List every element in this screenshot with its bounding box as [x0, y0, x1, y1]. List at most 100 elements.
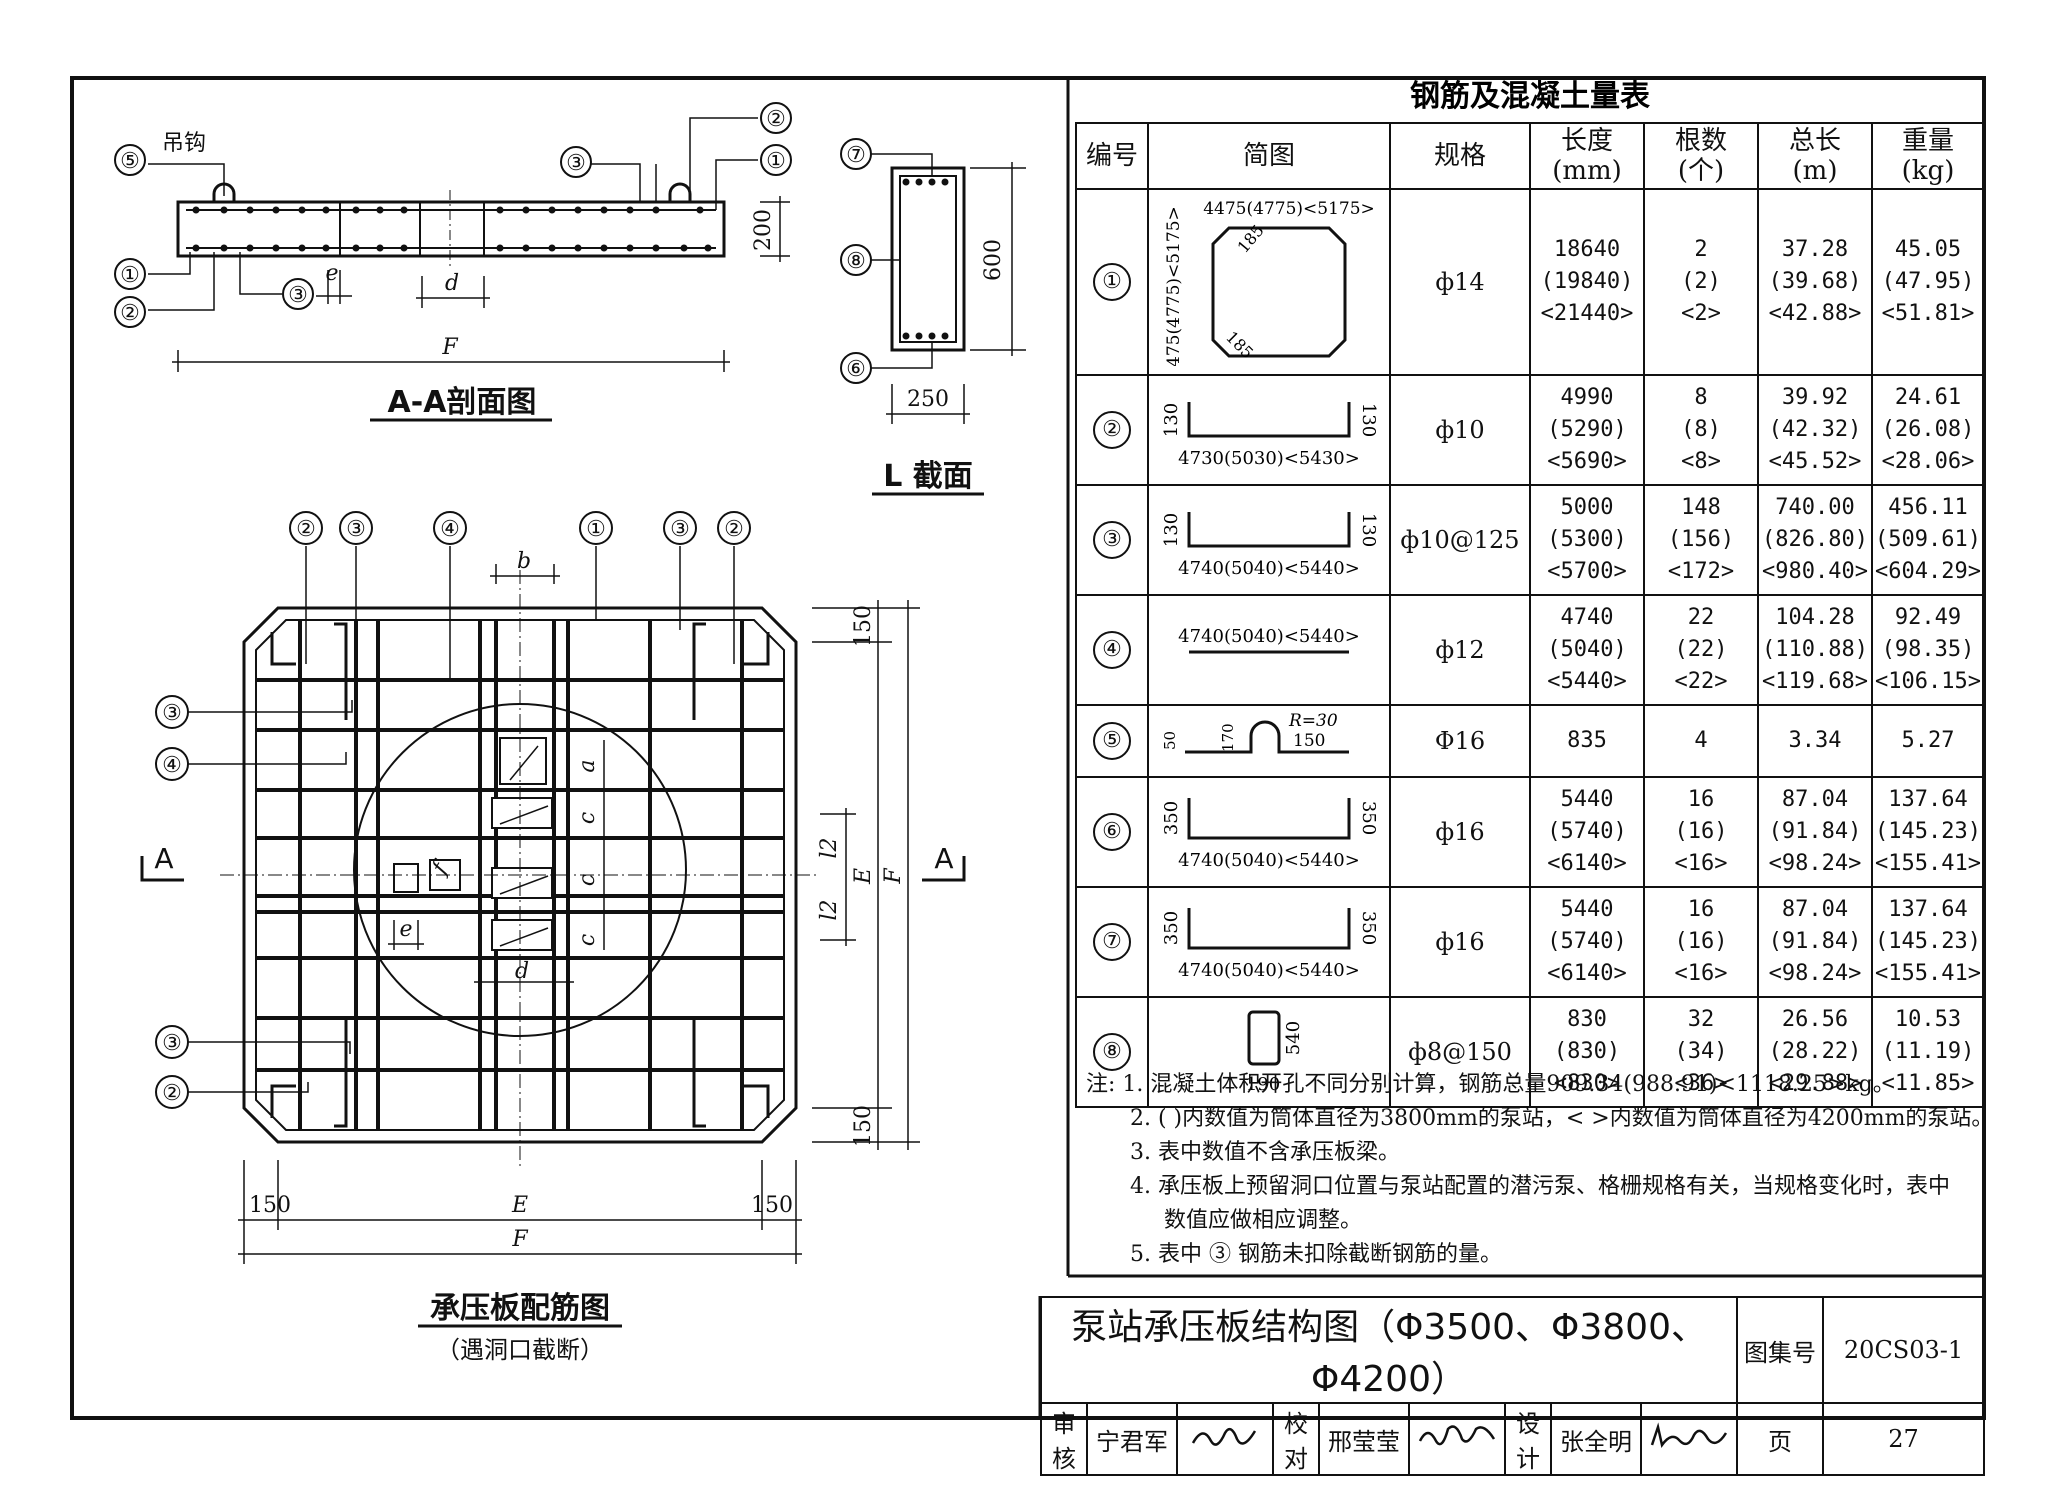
plan-dim-e: e — [399, 917, 412, 942]
plan-dim-150-top: 150 — [851, 605, 876, 647]
row-weight: 5.27 — [1871, 704, 1985, 778]
plan-left-callout-3a: ③ — [162, 701, 182, 726]
row-total: 87.04 (91.84) <98.24> — [1757, 886, 1873, 998]
aa-callout-3-bottom: ③ — [288, 283, 308, 308]
table-row: ⑥ 350 350 4740(5040)<5440> ф16 5440 (574… — [1075, 776, 1985, 888]
sketch-u-bar: 130 130 4730(5030)<5430> — [1147, 374, 1391, 486]
atlas-label: 图集号 — [1736, 1296, 1825, 1404]
row-no: ⑧ — [1093, 1033, 1131, 1071]
header-sketch: 简图 — [1147, 122, 1391, 190]
row-length: 4990 (5290) <5690> — [1529, 374, 1645, 486]
dim-d: d — [445, 271, 459, 296]
svg-text:185: 185 — [1234, 221, 1268, 257]
sketch-u-bar: 130 130 4740(5040)<5440> — [1147, 484, 1391, 596]
row-length: 835 — [1529, 704, 1645, 778]
svg-text:4475(4775)<5175>: 4475(4775)<5175> — [1203, 199, 1375, 219]
row-count: 32 (34) <36> — [1643, 996, 1759, 1108]
row-count: 16 (16) <16> — [1643, 886, 1759, 998]
svg-text:350: 350 — [1161, 911, 1182, 945]
row-weight: 92.49 (98.35) <106.15> — [1871, 594, 1985, 706]
aa-callout-2-left: ② — [120, 301, 140, 326]
row-spec: ф10@125 — [1389, 484, 1531, 596]
notes-block: 注: 1. 混凝土体积开孔不同分别计算，钢筋总量909.34(988.91)<1… — [1086, 1068, 1993, 1272]
row-spec: ф10 — [1389, 374, 1531, 486]
plan-left-callout-3b: ③ — [162, 1031, 182, 1056]
plan-dim-b: b — [517, 549, 531, 574]
row-count: 22 (22) <22> — [1643, 594, 1759, 706]
note-5: 5. 表中 ③ 钢筋未扣除截断钢筋的量。 — [1130, 1242, 1502, 1267]
row-weight: 137.64 (145.23) <155.41> — [1871, 886, 1985, 998]
svg-text:540: 540 — [1283, 1021, 1304, 1055]
plan-dim-d: d — [515, 959, 529, 984]
plan-dim-c2: c — [575, 874, 600, 886]
sketch-stirrup: 540 190 — [1147, 996, 1391, 1108]
svg-text:350: 350 — [1161, 801, 1182, 835]
plan-dim-l2-bottom: l2 — [817, 899, 842, 920]
plan-top-callout-2a: ② — [296, 517, 316, 542]
row-no: ⑥ — [1093, 813, 1131, 851]
svg-text:4730(5030)<5430>: 4730(5030)<5430> — [1178, 448, 1360, 469]
dim-600: 600 — [981, 239, 1006, 281]
section-mark-left: A — [154, 842, 173, 875]
checker-signature-image — [1418, 1425, 1496, 1446]
plan-top-callout-1: ① — [586, 517, 606, 542]
row-count: 148 (156) <172> — [1643, 484, 1759, 596]
row-no: ⑤ — [1093, 722, 1131, 760]
designer-signature — [1639, 1402, 1739, 1476]
review-label: 审核 — [1040, 1402, 1088, 1476]
header-weight: 重量 (kg) — [1871, 122, 1985, 190]
svg-text:350: 350 — [1358, 801, 1379, 835]
row-total: 39.92 (42.32) <45.52> — [1757, 374, 1873, 486]
row-total: 26.56 (28.22) <29.88> — [1757, 996, 1873, 1108]
svg-text:R=30: R=30 — [1288, 711, 1338, 731]
row-spec: ф14 — [1389, 188, 1531, 376]
row-weight: 24.61 (26.08) <28.06> — [1871, 374, 1985, 486]
rebar-quantity-table: 编号 简图 规格 长度 (mm) 根数 (个) 总长 (m) 重量 (kg) ①… — [1075, 122, 1985, 1108]
header-total: 总长 (m) — [1757, 122, 1873, 190]
row-total: 740.00 (826.80) <980.40> — [1757, 484, 1873, 596]
check-label: 校对 — [1272, 1402, 1320, 1476]
row-length: 4740 (5040) <5440> — [1529, 594, 1645, 706]
aa-callout-5: ⑤ — [120, 149, 140, 174]
aa-callout-1-right: ① — [766, 149, 786, 174]
checker-name: 邢莹莹 — [1318, 1402, 1410, 1476]
note-1: 注: 1. 混凝土体积开孔不同分别计算，钢筋总量909.34(988.91)<1… — [1086, 1072, 1895, 1097]
plan-dim-F-vert: F — [881, 868, 906, 885]
page-label: 页 — [1736, 1402, 1825, 1476]
plan-left-callout-2: ② — [162, 1081, 182, 1106]
plan-dim-150-left: 150 — [249, 1193, 291, 1218]
plan-title: 承压板配筋图 — [430, 1291, 610, 1326]
row-weight: 456.11 (509.61) <604.29> — [1871, 484, 1985, 596]
svg-text:4740(5040)<5440>: 4740(5040)<5440> — [1178, 558, 1360, 579]
row-spec: ф16 — [1389, 886, 1531, 998]
row-length: 18640 (19840) <21440> — [1529, 188, 1645, 376]
plan-subtitle: （遇洞口截断） — [436, 1336, 604, 1364]
row-total: 3.34 — [1757, 704, 1873, 778]
row-weight: 10.53 (11.19) <11.85> — [1871, 996, 1985, 1108]
plan-labels: ② ③ ④ ① ③ ② ③ ④ ③ ② A A b a c c c f e d … — [154, 511, 954, 1364]
table-row: ① 4475(4775)<5175> 4475(4775)<5175> 185 … — [1075, 188, 1985, 378]
svg-text:150: 150 — [1293, 731, 1325, 751]
row-total: 87.04 (91.84) <98.24> — [1757, 776, 1873, 888]
dim-e: e — [325, 261, 338, 286]
plan-top-callout-2b: ② — [724, 517, 744, 542]
row-spec: Φ16 — [1389, 704, 1531, 778]
note-4-cont: 数值应做相应调整。 — [1164, 1208, 1363, 1233]
row-count: 2 (2) <2> — [1643, 188, 1759, 376]
svg-text:350: 350 — [1358, 911, 1379, 945]
row-spec: ф16 — [1389, 776, 1531, 888]
plan-top-callout-3a: ③ — [346, 517, 366, 542]
svg-text:130: 130 — [1358, 513, 1379, 547]
designer-signature-image — [1650, 1422, 1728, 1449]
aa-callout-3: ③ — [566, 151, 586, 176]
checker-signature — [1408, 1402, 1506, 1476]
reviewer-name: 宁君军 — [1086, 1402, 1178, 1476]
header-spec: 规格 — [1389, 122, 1531, 190]
row-weight: 137.64 (145.23) <155.41> — [1871, 776, 1985, 888]
row-no: ① — [1093, 263, 1131, 301]
header-count: 根数 (个) — [1643, 122, 1759, 190]
plan-dim-E: E — [511, 1193, 528, 1218]
atlas-number: 20CS03-1 — [1822, 1296, 1986, 1404]
title-block: 泵站承压板结构图（Φ3500、Φ3800、Φ4200） 图集号 20CS03-1… — [1039, 1296, 1986, 1476]
